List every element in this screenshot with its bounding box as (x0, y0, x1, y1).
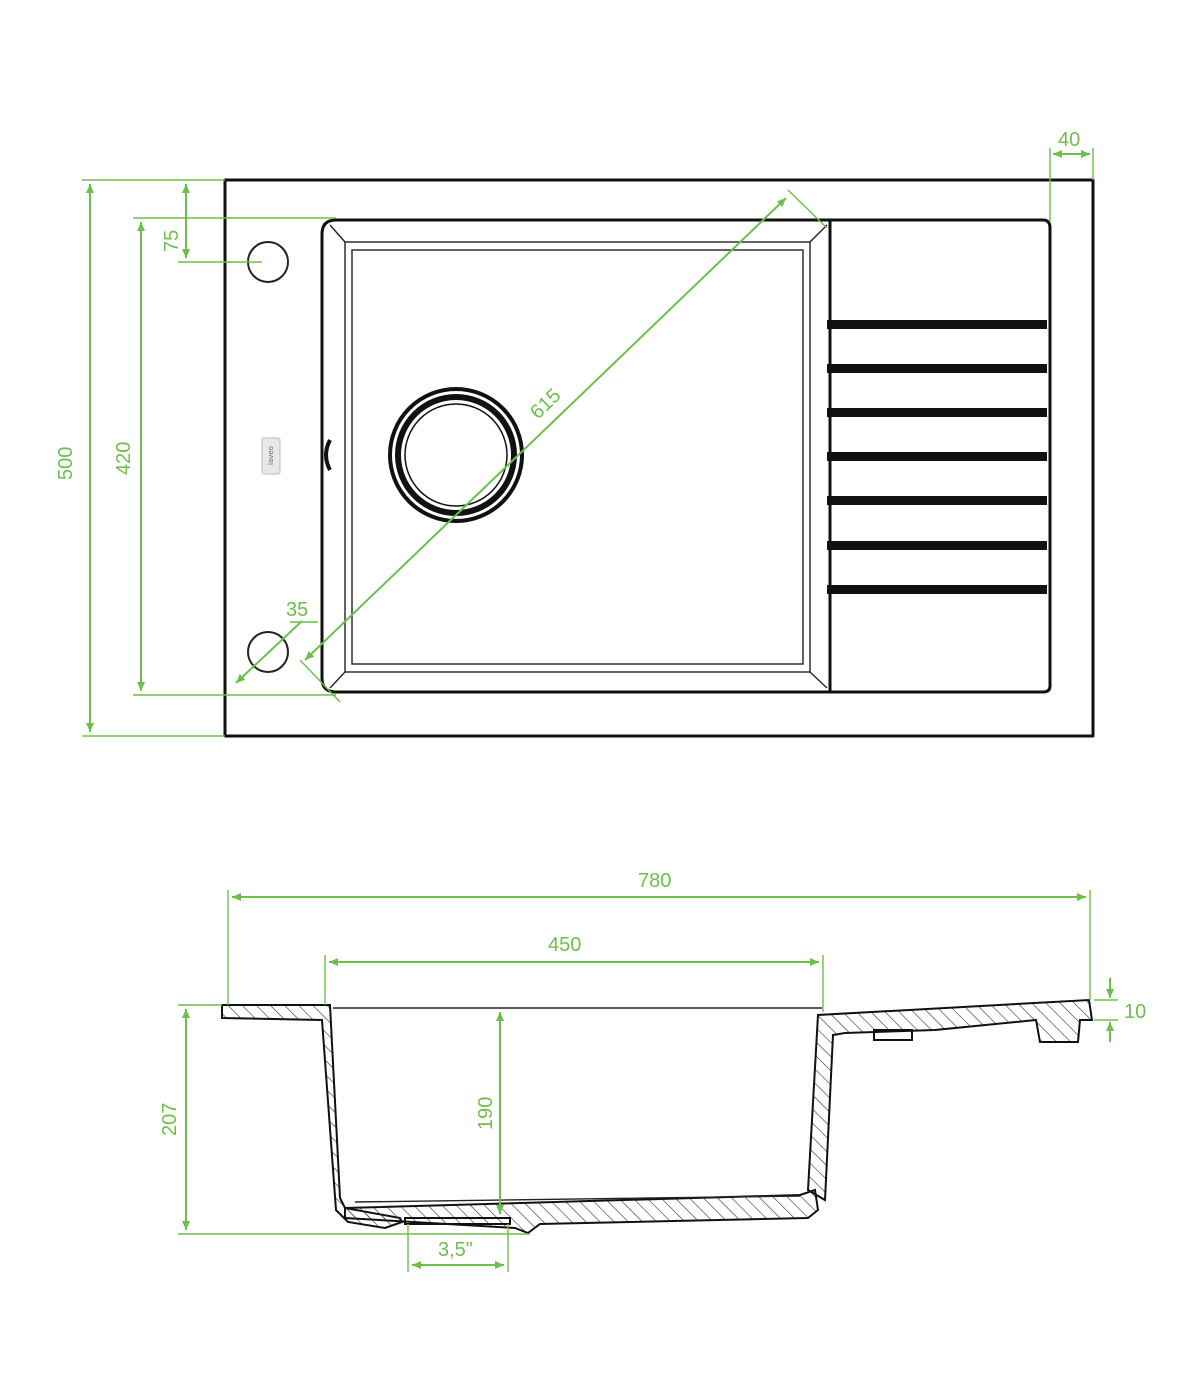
dim-label-tap-hole: 75 (161, 230, 183, 252)
bowl-floor-line (354, 1195, 801, 1203)
side-view: 780 450 207 190 10 3,5" (159, 870, 1146, 1272)
drainer-board (830, 218, 1052, 694)
waste-outlet (388, 387, 524, 523)
dim-line-diagonal (304, 197, 787, 661)
dim-label-diagonal: 615 (526, 385, 565, 424)
sink-outer-rim (223, 178, 1095, 738)
brand-logo: laveo (261, 437, 281, 475)
section-right (806, 998, 1094, 1202)
brand-logo-text: laveo (267, 446, 275, 465)
drainer-groove (827, 408, 1047, 417)
dim-label-overall-width: 780 (638, 870, 671, 892)
bevel-line (809, 224, 828, 243)
overflow-slot (324, 439, 332, 471)
bevel-line (809, 671, 828, 689)
drainer-groove (827, 364, 1047, 373)
dim-label-drain: 3,5" (438, 1239, 473, 1261)
drainer-tab (873, 1029, 913, 1041)
bevel-line (329, 671, 346, 689)
drainer-groove (827, 320, 1047, 329)
drainer-groove (827, 585, 1047, 594)
tap-hole-bottom (247, 631, 289, 673)
dim-label-rim-thickness: 10 (1124, 1001, 1146, 1023)
drainer-groove (827, 452, 1047, 461)
dim-label-bowl-width: 450 (548, 934, 581, 956)
drainer-groove (827, 541, 1047, 550)
dim-label-overall-depth: 500 (55, 447, 77, 480)
top-view: laveo 500 420 75 40 615 35 (55, 129, 1095, 738)
dim-label-bowl-depth: 420 (113, 442, 135, 475)
section-left (221, 1004, 404, 1230)
dim-line-corner (235, 620, 303, 684)
dim-label-corner: 35 (286, 599, 308, 621)
bowl-inner-edge (344, 241, 811, 673)
dim-label-bowl-height: 190 (475, 1097, 497, 1130)
drain-fitting (404, 1217, 511, 1225)
bevel-line (329, 224, 346, 243)
dim-label-overall-height: 207 (159, 1103, 181, 1136)
drainer-groove (827, 496, 1047, 505)
bowl-inner-edge-2 (351, 249, 804, 665)
dim-label-rim-right: 40 (1058, 129, 1080, 151)
